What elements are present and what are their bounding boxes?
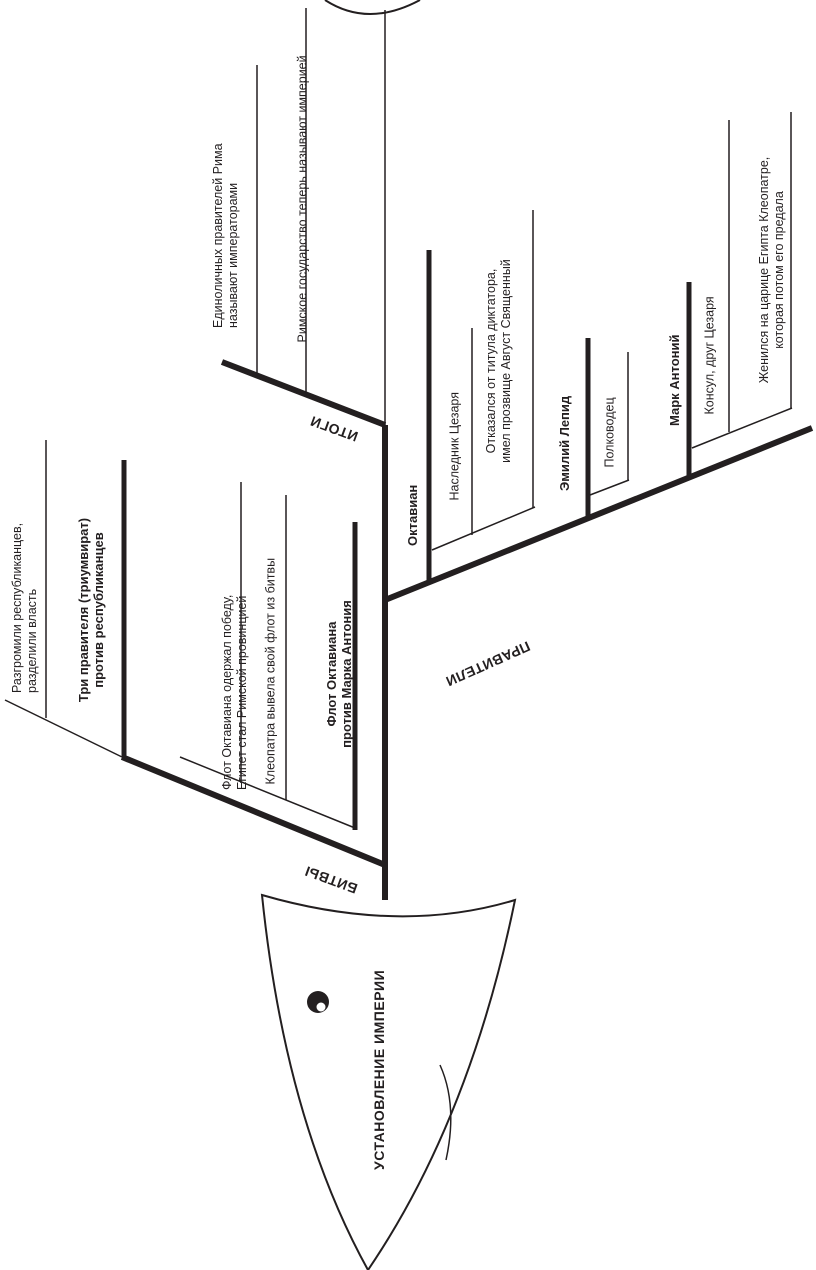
results-fact1-label: Единоличных правителей Рима называют имп…: [211, 143, 240, 328]
fish-head: [260, 893, 517, 1270]
rulers-main-bone: [383, 425, 814, 603]
triumvirate-title-label: Три правителя (триумвират) против респуб…: [76, 517, 106, 703]
fleet-fact2-label: Клеопатра вывела свой флот из битвы: [263, 557, 278, 785]
antony-fact1-label: Консул, друг Цезаря: [702, 296, 717, 415]
antony-fact2-label: Женился на царице Египта Клеопатре, кото…: [757, 156, 786, 384]
octavian-name-label: Октавиан: [405, 484, 420, 546]
octavian-fact2-label: Отказался от титула диктатора, имел проз…: [484, 259, 513, 463]
battles-main-bone: [120, 754, 387, 868]
fleet-sub-bone: [179, 756, 356, 829]
fleet-fact1-label: Флот Октавиана одержал победу, Египет ст…: [220, 594, 249, 790]
results-fact2-label: Римское государство теперь называют импе…: [295, 55, 310, 343]
triumvirate-fact-label: Разгромили республиканцев, разделили вла…: [10, 522, 39, 693]
battles-outer-bone: [4, 699, 123, 758]
antony-sub-bone: [691, 407, 793, 449]
head-title: УСТАНОВЛЕНИЕ ИМПЕРИИ: [371, 969, 387, 1170]
antony-name-label: Марк Антоний: [667, 334, 682, 427]
lepidus-name-label: Эмилий Лепид: [557, 395, 572, 491]
fleet-title-label: Флот Октавиана против Марка Антония: [324, 600, 354, 748]
results-main-bone: [220, 359, 387, 428]
fish-eye-highlight: [316, 1002, 326, 1012]
lepidus-sub-bone: [589, 479, 630, 496]
fish-tail: [324, 0, 421, 15]
lepidus-fact1-label: Полководец: [602, 397, 617, 468]
fish-gill: [439, 1064, 452, 1161]
octavian-fact1-label: Наследник Цезаря: [447, 391, 462, 501]
octavian-sub-bone: [431, 506, 536, 551]
